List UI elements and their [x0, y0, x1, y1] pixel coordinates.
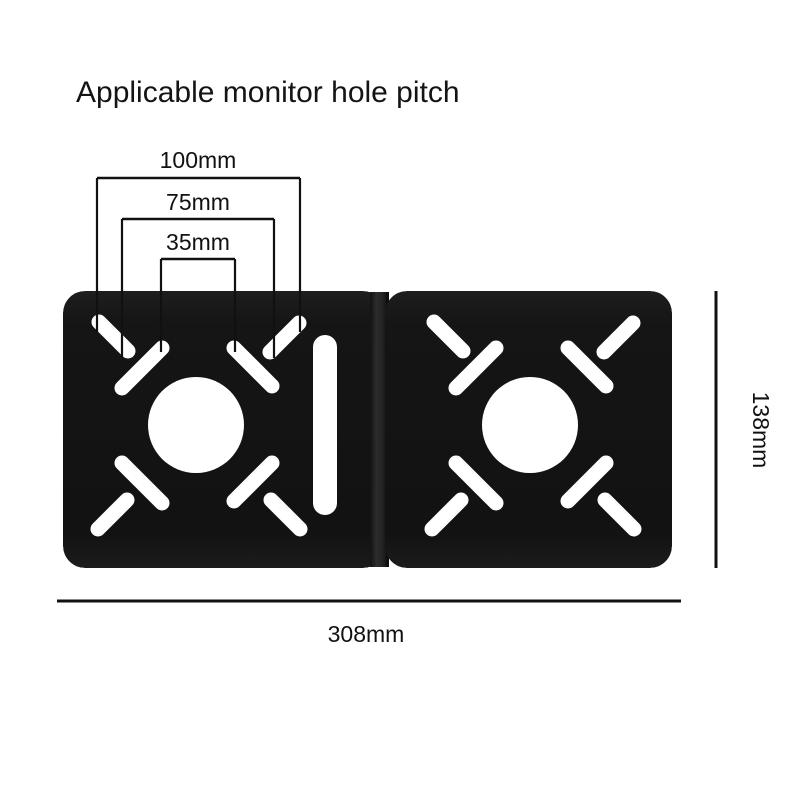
hinge-fold-band	[370, 292, 388, 567]
dimension-100mm-label: 100mm	[160, 147, 237, 173]
dimension-138mm-label: 138mm	[748, 392, 774, 469]
right-plate-body	[385, 291, 672, 568]
dimension-75mm-label: 75mm	[166, 189, 230, 215]
dimension-75mm: 75mm	[120, 189, 276, 358]
dimension-35mm-label: 35mm	[166, 229, 230, 255]
page-title: Applicable monitor hole pitch	[76, 76, 460, 109]
dimension-35mm: 35mm	[159, 229, 237, 352]
left-plate	[63, 291, 385, 568]
dimension-100mm: 100mm	[95, 147, 302, 332]
dimension-138mm: 138mm	[714, 291, 774, 568]
right-plate	[385, 291, 672, 568]
dimension-308mm: 308mm	[57, 599, 681, 647]
left-plate-body	[63, 291, 385, 568]
bracket-illustration	[63, 291, 672, 568]
dimension-308mm-label: 308mm	[328, 621, 405, 647]
